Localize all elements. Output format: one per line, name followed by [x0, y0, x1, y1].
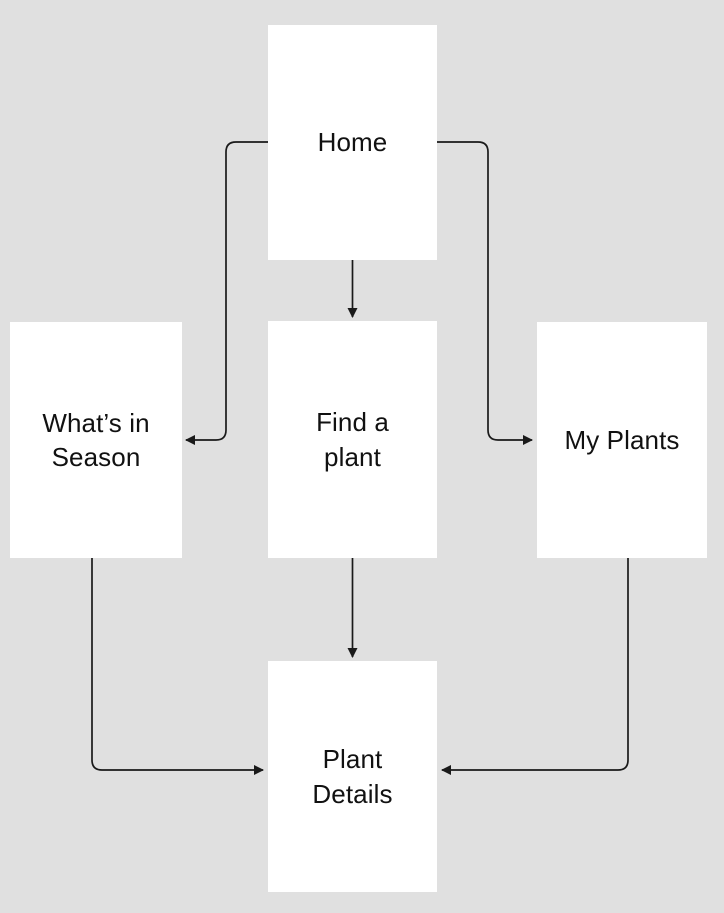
node-home[interactable]: Home	[268, 25, 437, 260]
node-find-a-plant-label: Find a plant	[316, 407, 389, 472]
node-plant-details-label: Plant Details	[312, 744, 393, 809]
node-plant-details[interactable]: Plant Details	[268, 661, 437, 892]
edge-myplants-to-details	[440, 558, 629, 776]
node-whats-in-season[interactable]: What’s in Season	[10, 322, 182, 558]
edge-home-to-season	[184, 141, 268, 446]
node-find-a-plant[interactable]: Find a plant	[268, 321, 437, 558]
edge-home-to-myplants	[437, 141, 534, 446]
node-whats-in-season-label: What’s in Season	[42, 407, 150, 472]
node-home-label: Home	[317, 127, 388, 158]
node-my-plants[interactable]: My Plants	[537, 322, 707, 558]
edge-season-to-details	[91, 558, 265, 776]
node-my-plants-label: My Plants	[564, 424, 680, 455]
